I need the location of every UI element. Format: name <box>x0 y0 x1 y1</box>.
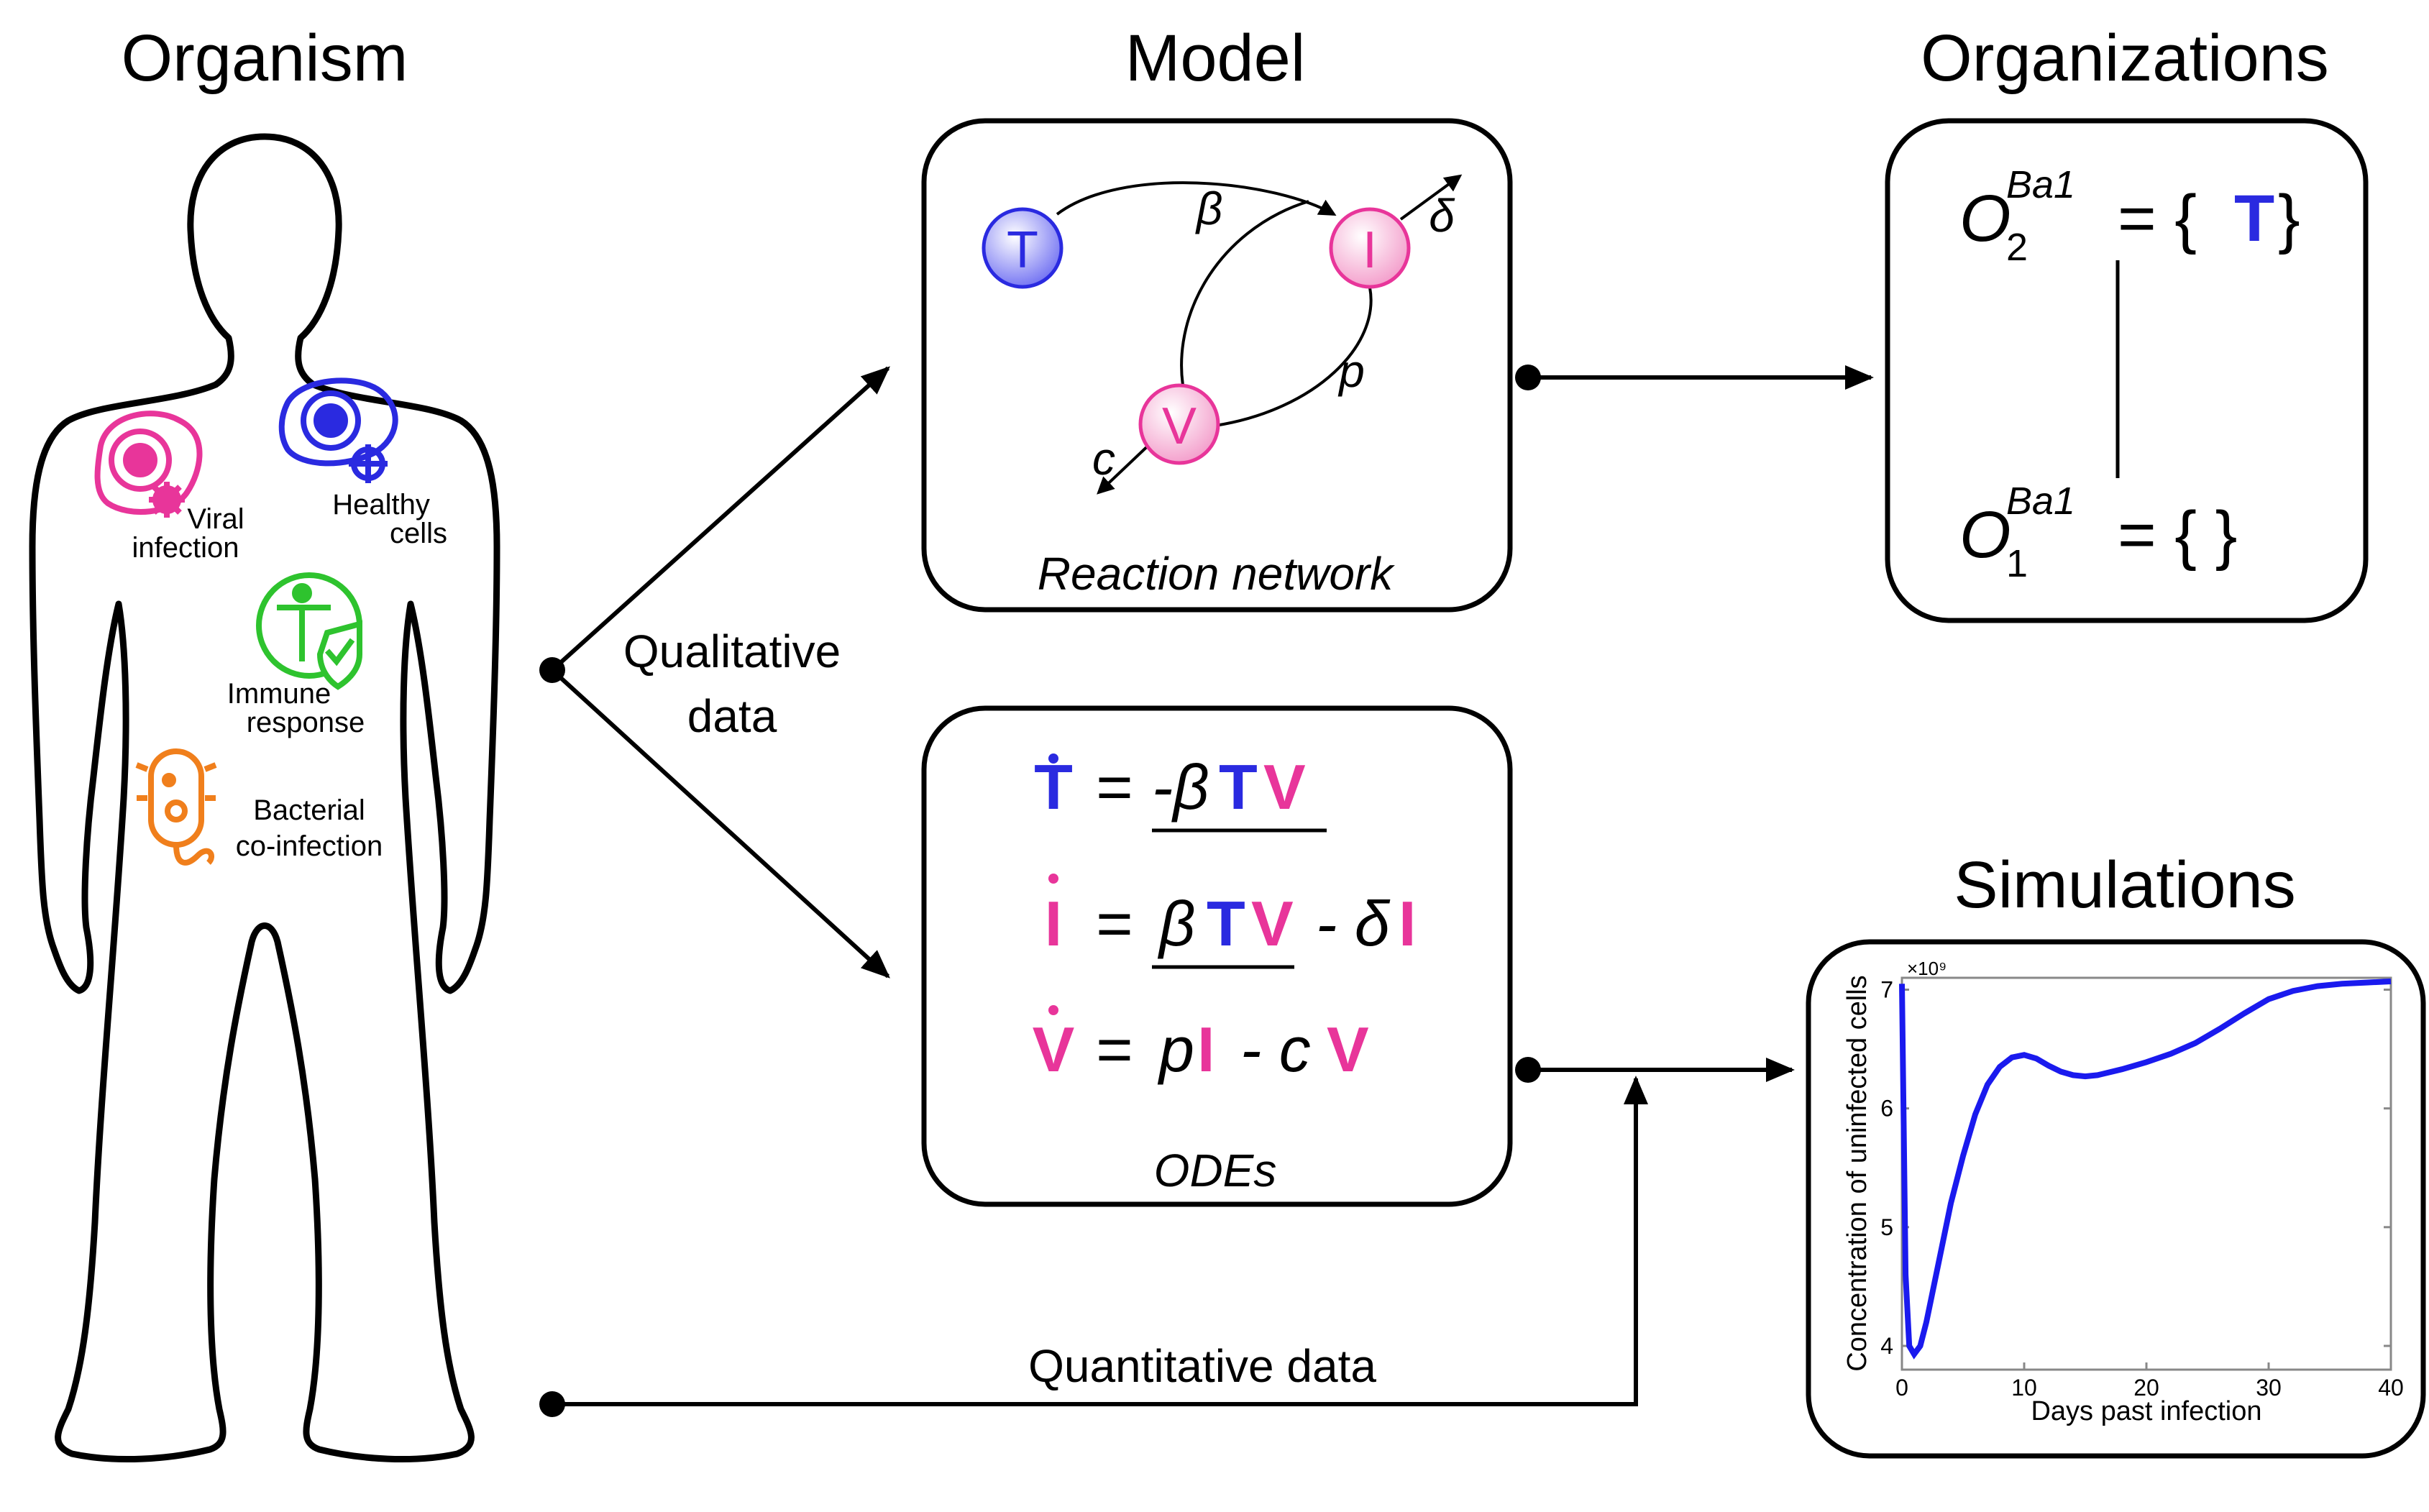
ode-T-lhs: T <box>1034 751 1073 823</box>
ode-V-V: V <box>1327 1014 1369 1085</box>
healthy-label-line2: cells <box>390 518 447 549</box>
ode-I-T: T <box>1207 888 1245 959</box>
reaction-network: T I V β δ p c <box>982 174 1463 495</box>
immune-label-line1: Immune <box>227 678 331 710</box>
ode-T-equals: = <box>1096 751 1133 823</box>
ode-T-V: V <box>1263 751 1306 823</box>
organizations-box <box>1885 118 2369 623</box>
x-tick-label: 10 <box>2011 1375 2037 1401</box>
arrow-to-odes <box>550 668 890 979</box>
x-tick-label: 30 <box>2256 1375 2282 1401</box>
edge-I-decay <box>1399 174 1463 221</box>
ode-I-beta: β <box>1157 888 1195 959</box>
healthy-cells-icon <box>278 377 398 483</box>
simulation-chart: 0 10 20 30 40 4 5 6 7 ×10⁹ Days past infection C… <box>1842 958 2404 1426</box>
O2-set-open: = { <box>2118 182 2197 255</box>
reaction-network-caption: Reaction network <box>1038 548 1395 600</box>
O1-set: = { } <box>2118 498 2237 572</box>
qualitative-label-line2: data <box>687 690 777 742</box>
ode-V-p: p <box>1157 1014 1194 1085</box>
odes-caption: ODEs <box>1154 1145 1277 1196</box>
x-tick-label: 0 <box>1895 1375 1908 1401</box>
rate-beta: β <box>1195 183 1223 234</box>
edge-V-catalysis <box>1180 200 1309 403</box>
O2-base: O <box>1959 182 2011 255</box>
ode-I-minus-delta: - δ <box>1316 888 1391 959</box>
organism-heading: Organism <box>122 22 408 95</box>
organization-O2: O 2 Ba1 = { T } <box>1959 163 2300 269</box>
immune-label-line2: response <box>247 707 365 738</box>
rate-c: c <box>1092 433 1115 485</box>
organization-O1: O 1 Ba1 = { } <box>1959 480 2237 585</box>
ode-V-lhs: V <box>1033 1014 1075 1085</box>
model-heading: Model <box>1125 22 1306 95</box>
edge-V-clearance <box>1097 439 1156 495</box>
ode-I-lhs: I <box>1045 888 1062 959</box>
bacterial-label-line1: Bacterial <box>253 794 365 826</box>
dot-T <box>1048 753 1058 764</box>
ode-I-V: V <box>1251 888 1294 959</box>
O1-sup: Ba1 <box>2006 480 2075 523</box>
edge-I-to-V <box>1214 287 1373 427</box>
node-V <box>1138 383 1220 465</box>
y-tick-label: 5 <box>1880 1214 1893 1240</box>
bacterial-label-line2: co-infection <box>236 830 383 862</box>
viral-label-line2: infection <box>132 532 239 564</box>
y-tick-label: 7 <box>1880 977 1893 1003</box>
viral-infection-icon <box>94 411 203 518</box>
ode-I-equals: = <box>1096 888 1133 959</box>
node-T <box>982 207 1063 289</box>
node-T-label: T <box>1007 221 1038 279</box>
node-I <box>1329 207 1411 289</box>
healthy-label-line1: Healthy <box>332 489 430 521</box>
immune-response-icon <box>256 572 362 690</box>
ode-V-equals: = <box>1096 1014 1133 1085</box>
odes-box <box>921 705 1513 1207</box>
y-tick-label: 6 <box>1880 1096 1893 1122</box>
dot-I <box>1048 874 1058 884</box>
qualitative-label-line1: Qualitative <box>623 626 841 677</box>
ode-V-I: I <box>1197 1014 1214 1085</box>
viral-label-line1: Viral <box>187 503 244 535</box>
y-tick-label: 4 <box>1880 1333 1893 1359</box>
rate-p: p <box>1337 345 1365 397</box>
ode-T-minus-beta: -β <box>1152 751 1209 823</box>
organizations-heading: Organizations <box>1921 22 2329 95</box>
rate-delta: δ <box>1429 190 1455 242</box>
arrow-to-model <box>550 366 890 672</box>
O2-set-close: } <box>2278 182 2300 255</box>
chart-xlabel: Days past infection <box>2031 1396 2261 1426</box>
ode-I-I: I <box>1399 888 1416 959</box>
ode-T-T: T <box>1219 751 1258 823</box>
O1-sub: 1 <box>2006 542 2028 585</box>
node-I-label: I <box>1363 221 1377 279</box>
bacterial-icon <box>135 748 217 866</box>
chart-exponent-label: ×10⁹ <box>1907 958 1947 979</box>
ode-V-minus-c: - c <box>1240 1014 1311 1085</box>
O2-sub: 2 <box>2006 226 2028 269</box>
arrow-quantitative-data <box>552 1076 1648 1406</box>
chart-series-line <box>1899 979 2392 1360</box>
human-body-outline <box>29 133 500 1463</box>
O2-sup: Ba1 <box>2006 163 2075 206</box>
node-V-label: V <box>1162 398 1197 455</box>
odes-equations: T = -β T V I = β T V - δ I V = p I - c V <box>1033 751 1417 1085</box>
dot-V <box>1048 1005 1058 1015</box>
simulations-heading: Simulations <box>1954 848 2296 922</box>
O1-base: O <box>1959 498 2011 572</box>
O2-member-T: T <box>2234 182 2274 255</box>
chart-plot-area <box>1900 976 2392 1371</box>
chart-ylabel: Concentration of uninfected cells <box>1842 975 1872 1371</box>
x-tick-label: 20 <box>2133 1375 2159 1401</box>
x-tick-label: 40 <box>2378 1375 2404 1401</box>
quantitative-label: Quantitative data <box>1028 1340 1376 1392</box>
